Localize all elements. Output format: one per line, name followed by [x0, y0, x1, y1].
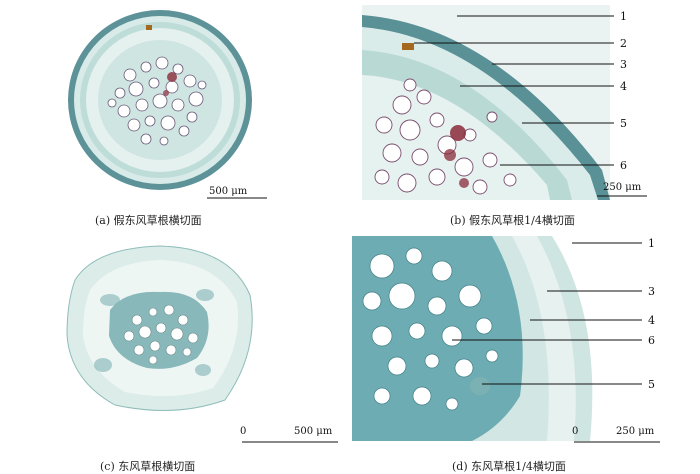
panel-d-label-3: 3	[648, 285, 655, 298]
panel-d-label-1: 1	[648, 237, 655, 250]
panel-a-caption: (a) 假东风草根横切面	[95, 214, 202, 227]
panel-d-micrograph	[352, 236, 602, 441]
panel-b-label-2: 2	[620, 37, 627, 50]
panel-a-scale-text: 500 μm	[209, 186, 248, 197]
panel-d-scale-text: 250 μm	[616, 426, 655, 437]
panel-b-label-1: 1	[620, 10, 627, 23]
panel-d-image	[352, 236, 602, 441]
panel-c-image	[55, 240, 265, 415]
panel-c-caption: (c) 东风草根横切面	[100, 460, 196, 473]
panel-d-caption: (d) 东风草根1/4横切面	[452, 460, 566, 473]
panel-c-micrograph	[55, 240, 265, 415]
panel-d-label-5: 5	[648, 378, 655, 391]
panel-c-scale-zero: 0	[240, 426, 246, 437]
panel-b-leader-lines: 1 2 3 4 5 6	[414, 10, 627, 172]
panel-d-scale-bar: 0 250 μm	[572, 426, 660, 443]
panel-b-label-5: 5	[620, 117, 627, 130]
panel-a-image	[50, 5, 270, 200]
panel-b-label-6: 6	[620, 159, 627, 172]
panel-b-label-4: 4	[620, 80, 627, 93]
panel-b-scale-bar: 250 μm	[597, 182, 647, 197]
panel-c-scale-bar: 0 500 μm	[240, 426, 338, 443]
panel-b-scale-text: 250 μm	[603, 182, 642, 193]
panel-d-scale-zero: 0	[572, 426, 578, 437]
panel-a-micrograph	[50, 5, 270, 200]
panel-b-micrograph	[362, 5, 610, 200]
panel-a-scale-bar: 500 μm	[207, 186, 267, 199]
panel-c-scale-text: 500 μm	[294, 426, 333, 437]
panel-b-label-3: 3	[620, 58, 627, 71]
panel-d-leader-lines: 1 3 4 6 5	[452, 237, 655, 391]
panel-d-label-6: 6	[648, 334, 655, 347]
panel-b-image	[362, 5, 610, 200]
panel-d-label-4: 4	[648, 314, 655, 327]
panel-b-caption: (b) 假东风草根1/4横切面	[450, 214, 575, 227]
